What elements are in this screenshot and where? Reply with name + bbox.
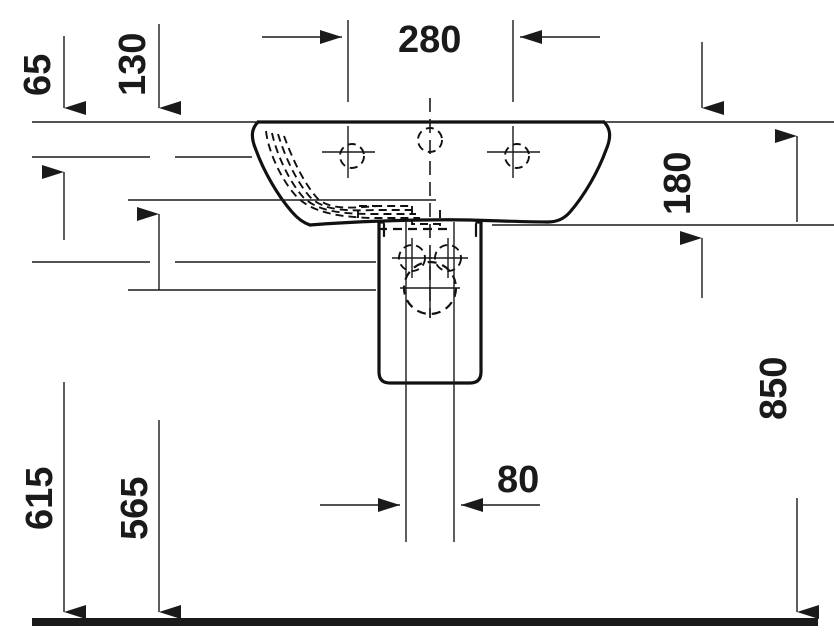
extension-lines — [32, 121, 834, 291]
waste-outlet — [400, 258, 460, 318]
tap-hole-left — [322, 126, 375, 178]
fixing-hole-left — [392, 238, 432, 278]
basin-bowl-hidden-contours — [265, 130, 452, 231]
dimension-65-label: 65 — [17, 54, 59, 96]
fixing-hole-right — [428, 238, 468, 278]
floor-line — [32, 618, 818, 626]
dimension-180-label: 180 — [657, 152, 699, 215]
dimension-280-label: 280 — [398, 19, 461, 61]
dimension-615: 615 — [19, 165, 86, 619]
dimension-180: 180 — [657, 42, 724, 298]
dimension-130-label: 130 — [112, 33, 154, 96]
dimension-80-label: 80 — [497, 459, 539, 501]
dimension-850: 850 — [753, 129, 819, 619]
dimension-80: 80 — [320, 383, 540, 542]
semi-pedestal — [377, 220, 483, 385]
dimension-615-label: 615 — [19, 467, 61, 530]
tap-hole-right — [487, 126, 540, 178]
basin-outline — [250, 120, 612, 227]
dimension-565-label: 565 — [114, 477, 156, 540]
pedestal-guide-lines — [405, 222, 455, 383]
dimension-130: 130 — [112, 24, 181, 115]
dimension-65: 65 — [17, 36, 86, 115]
dimension-850-label: 850 — [753, 357, 795, 420]
dimension-565: 565 — [114, 207, 181, 619]
dimension-280: 280 — [262, 19, 600, 102]
